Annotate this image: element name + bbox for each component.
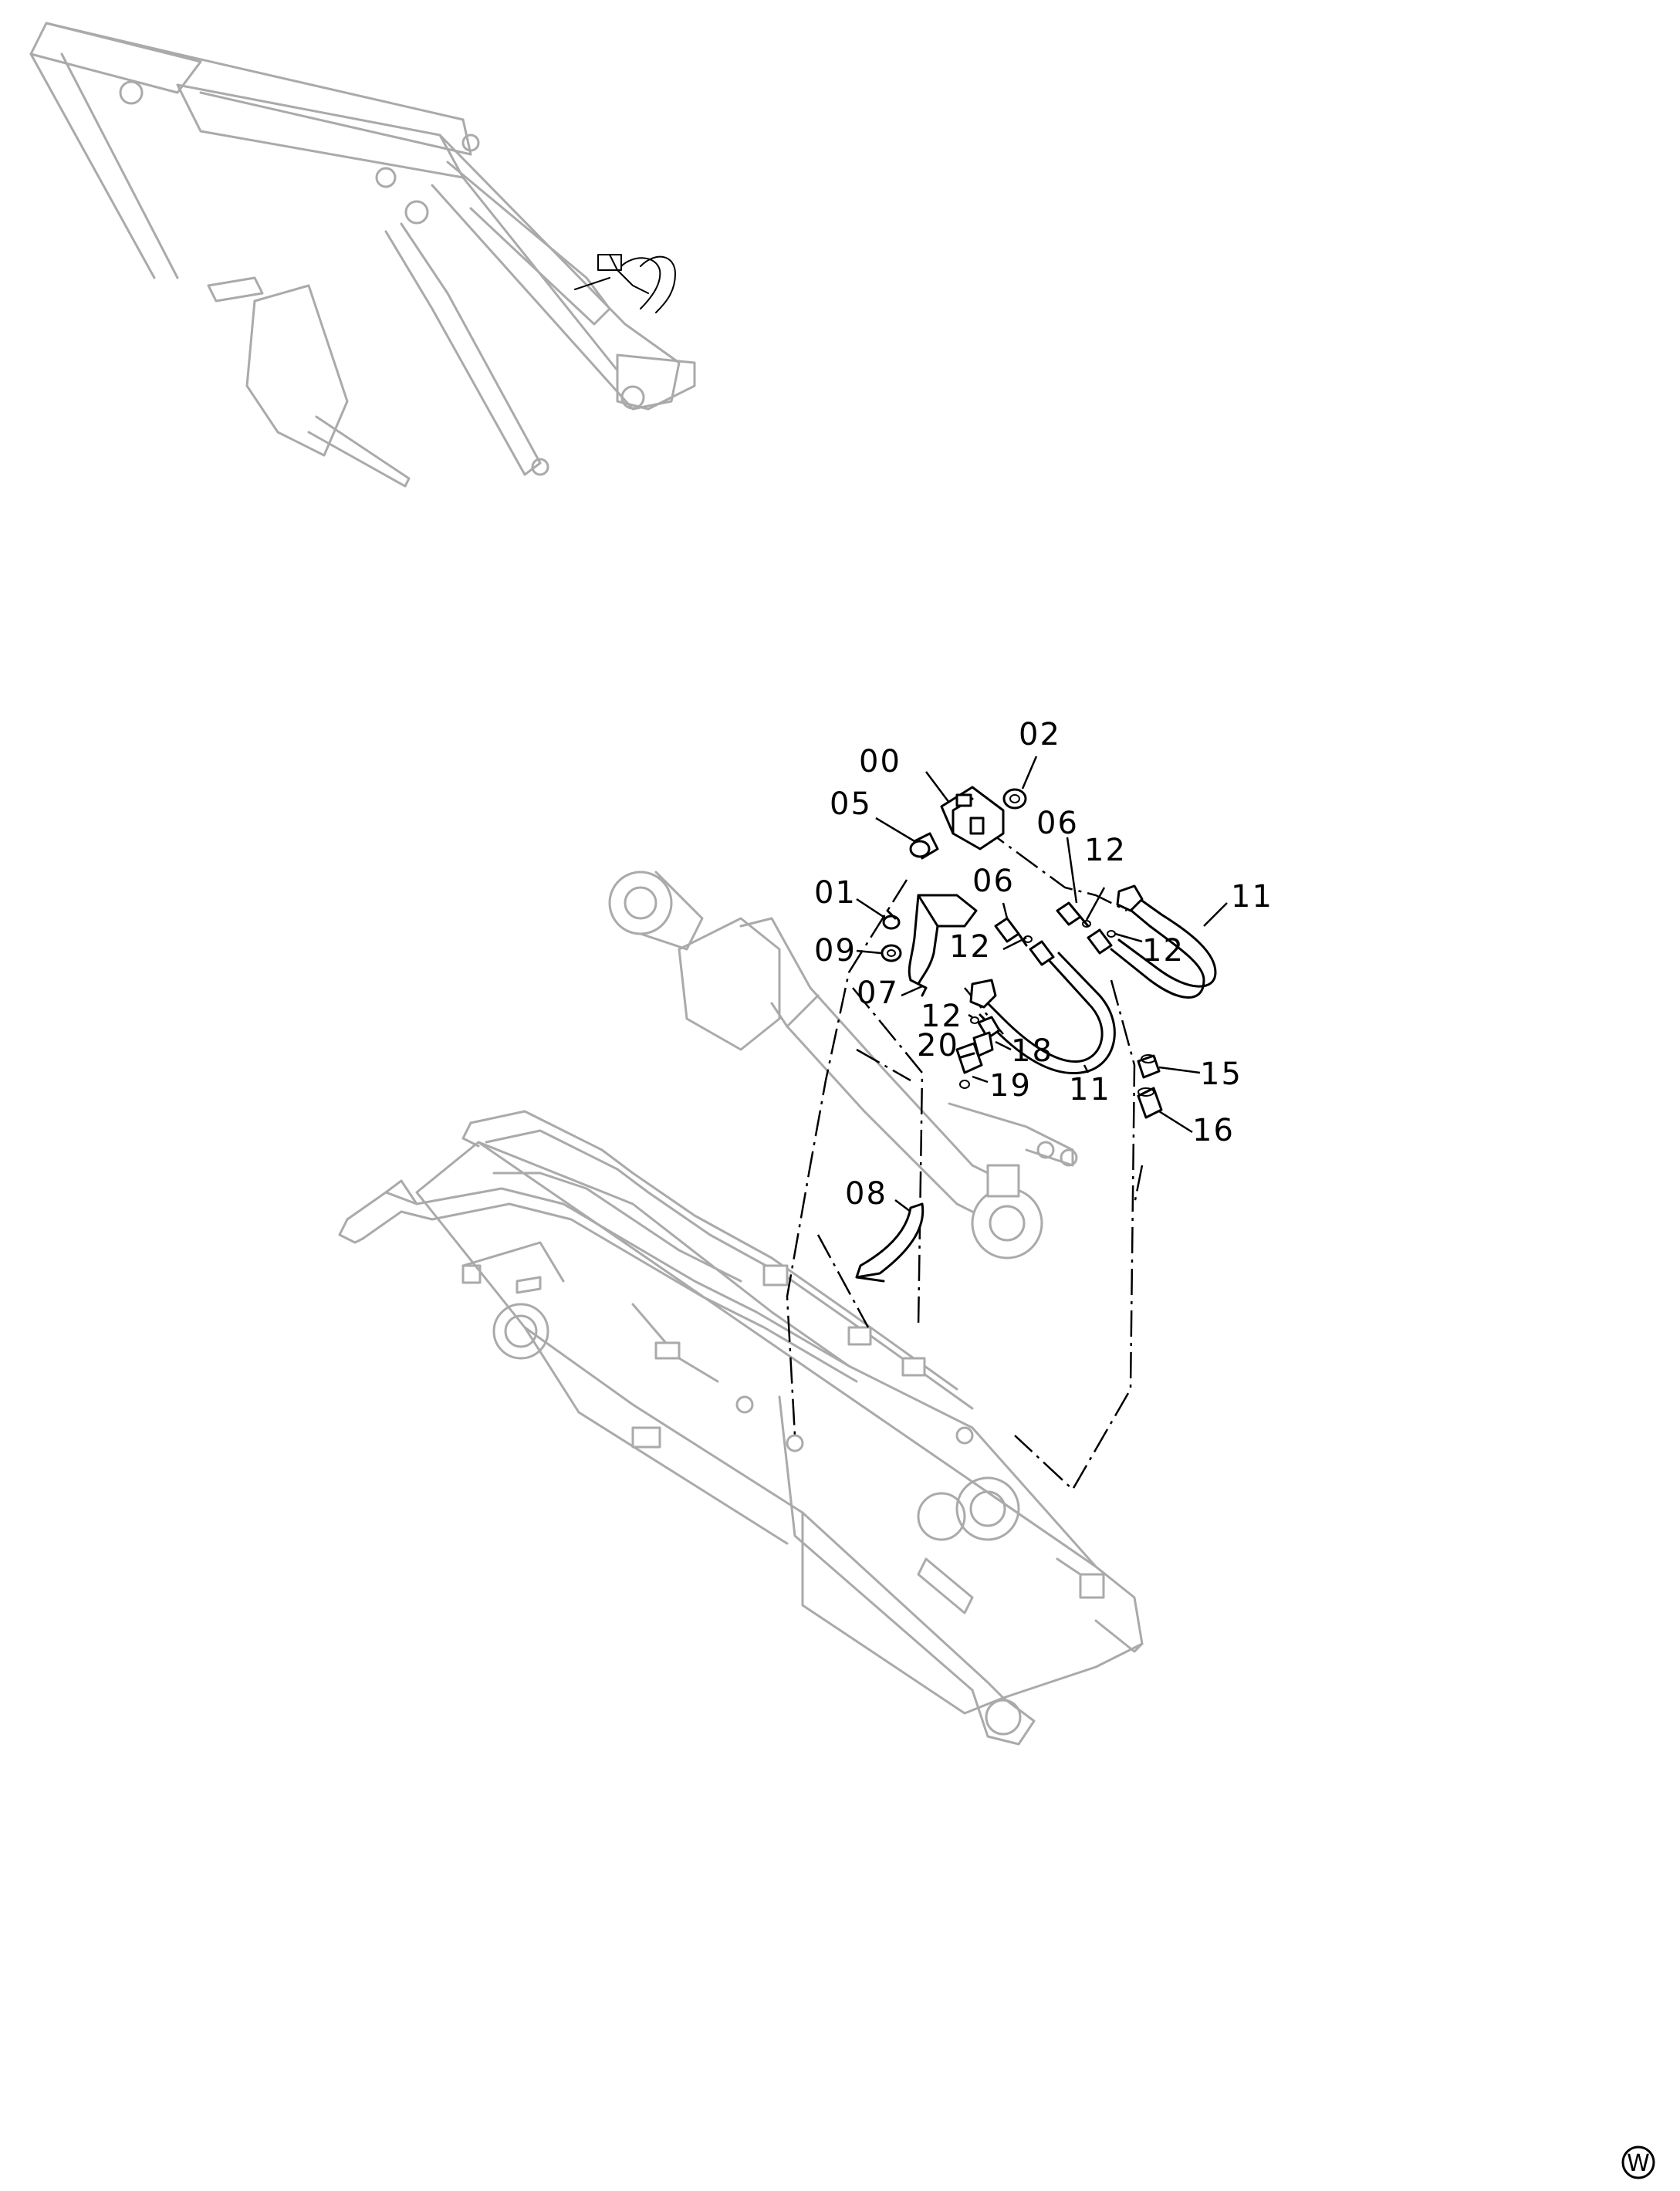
part-05-bolt: [909, 832, 939, 860]
part-00-clamp-block: [940, 786, 1005, 850]
label-12-right: 12: [1142, 933, 1185, 969]
label-11-right: 11: [1231, 879, 1273, 915]
corner-mark-letter: W: [1627, 2150, 1650, 2177]
label-19: 19: [989, 1068, 1032, 1104]
label-01: 01: [814, 875, 857, 911]
label-15: 15: [1200, 1057, 1242, 1092]
part-08-clamp: [855, 1202, 925, 1283]
label-08: 08: [845, 1176, 887, 1212]
label-02: 02: [1019, 717, 1061, 752]
label-00: 00: [859, 744, 901, 779]
part-09-nut: [881, 944, 902, 962]
part-07-bracket: [908, 894, 978, 997]
label-12-mid: 12: [949, 929, 992, 965]
corner-mark: W: [1621, 2145, 1655, 2179]
overview-excavator-front: [29, 22, 696, 488]
part-11-hose-left: [969, 940, 1116, 1075]
label-16: 16: [1192, 1113, 1235, 1148]
part-19-o-ring: [959, 1080, 970, 1089]
part-20-adapter: [955, 1042, 983, 1074]
part-15-fitting: [1137, 1054, 1161, 1079]
label-06-left: 06: [972, 864, 1015, 899]
part-18-elbow-fitting: [972, 1016, 1001, 1057]
label-18: 18: [1011, 1033, 1053, 1069]
label-05: 05: [830, 786, 872, 822]
label-06-right: 06: [1036, 806, 1079, 841]
boom-cylinder: [608, 871, 1078, 1259]
part-02-nut: [1002, 788, 1027, 810]
part-01-bolt: [882, 909, 901, 930]
assembly-chain-lines: [786, 801, 1144, 1491]
leader-lines: [856, 756, 1228, 1212]
part-16-adapter: [1137, 1087, 1163, 1119]
part-11-hose-right: [1087, 884, 1217, 999]
label-20: 20: [917, 1028, 959, 1063]
label-11-left: 11: [1069, 1072, 1111, 1107]
label-07: 07: [857, 975, 899, 1011]
part-06-fitting-left: [994, 917, 1028, 947]
label-12-lower: 12: [921, 999, 963, 1034]
label-12-top: 12: [1084, 833, 1127, 868]
boom-assembly: [338, 1110, 1144, 1746]
part-labels: 02 00 05 06 12 11 01 06 09 12 12 07 12 2…: [814, 717, 1273, 1212]
label-09: 09: [814, 933, 857, 969]
